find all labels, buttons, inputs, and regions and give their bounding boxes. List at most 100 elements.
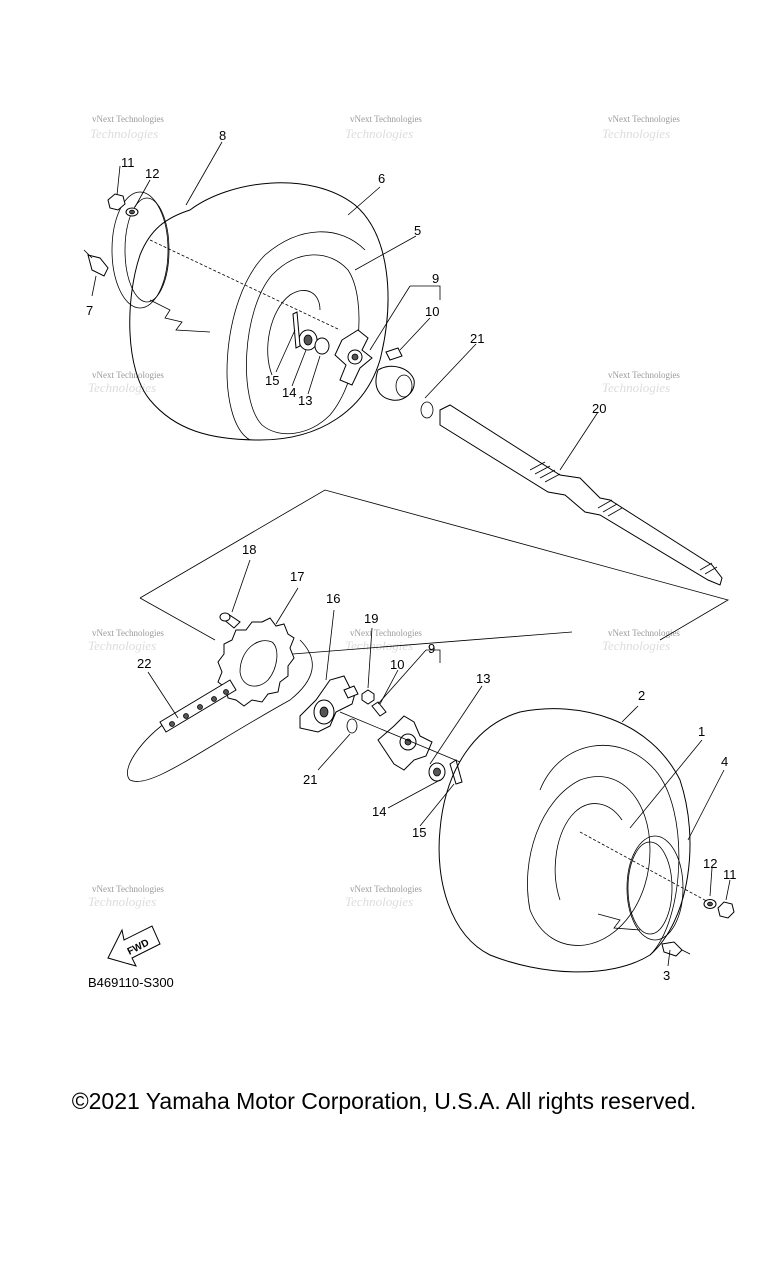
callout-19: 19: [364, 611, 378, 626]
upper-cotter-pin-15: [292, 311, 301, 349]
callout-14-upper: 14: [282, 385, 296, 400]
callout-12-lower: 12: [703, 856, 717, 871]
callout-14-lower: 14: [372, 804, 386, 819]
watermark: Technologies vNext Technologies: [345, 628, 422, 653]
lower-rim-inner-flange: [627, 841, 673, 935]
callout-11-upper: 11: [121, 155, 135, 170]
watermark-line1: vNext Technologies: [350, 884, 422, 894]
callout-10-lower: 10: [390, 657, 404, 672]
watermark-line2: Technologies: [90, 126, 158, 141]
valve-stem-lower: [661, 941, 691, 957]
callout-3: 3: [663, 968, 670, 983]
callout-21-upper: 21: [470, 331, 484, 346]
lower-axis-dashed: [579, 831, 713, 905]
lower-cotter-pin-15: [449, 759, 463, 785]
watermark: Technologies vNext Technologies: [88, 628, 164, 653]
diagram-code: B469110-S300: [88, 975, 174, 990]
watermark-line1: vNext Technologies: [350, 114, 422, 124]
watermark: Technologies vNext Technologies: [345, 114, 422, 141]
callout-18: 18: [242, 542, 256, 557]
upper-rim-well: [267, 290, 321, 376]
lower-tire-sidewall-inner: [527, 776, 651, 946]
lower-tire-assembly: [438, 708, 713, 973]
upper-washer: [125, 207, 139, 217]
upper-small-parts: [292, 311, 330, 355]
lower-rim-well: [554, 803, 623, 901]
rear-axle-shaft: [439, 404, 723, 586]
watermark-line2: Technologies: [88, 380, 156, 395]
lower-nut-19: [361, 689, 375, 705]
callout-21-lower: 21: [303, 772, 317, 787]
callout-9-lower: 9: [428, 641, 435, 656]
callout-17: 17: [290, 569, 304, 584]
fwd-arrow: FWD: [107, 925, 161, 967]
callout-13-lower: 13: [476, 671, 490, 686]
reference-frame: [139, 489, 730, 656]
watermark: Technologies vNext Technologies: [88, 370, 164, 395]
upper-axis-dashed: [149, 239, 341, 331]
copyright-notice: ©2021 Yamaha Motor Corporation, U.S.A. A…: [71, 1088, 697, 1114]
upper-valve-dashline: [149, 299, 211, 333]
watermark-line1: vNext Technologies: [92, 628, 164, 638]
callout-15-lower: 15: [412, 825, 426, 840]
callout-5: 5: [414, 223, 421, 238]
watermark-line2: Technologies: [602, 380, 670, 395]
upper-o-ring: [420, 401, 434, 419]
sprocket-bolt: [219, 612, 241, 629]
drive-chain: [127, 639, 313, 782]
callout-12-upper: 12: [145, 166, 159, 181]
watermark: Technologies vNext Technologies: [88, 884, 164, 909]
upper-nut-13: [314, 337, 330, 355]
watermark-line1: vNext Technologies: [92, 114, 164, 124]
upper-rim-inner-flange: [124, 197, 170, 303]
callout-11-lower: 11: [723, 867, 737, 882]
lower-o-ring: [346, 718, 358, 734]
callout-6: 6: [378, 171, 385, 186]
watermark-line1: vNext Technologies: [608, 628, 680, 638]
watermark: Technologies vNext Technologies: [345, 884, 422, 909]
watermark-line2: Technologies: [345, 126, 413, 141]
leader-lines: [91, 141, 731, 967]
watermark-line1: vNext Technologies: [350, 628, 422, 638]
upper-hub-assembly: [334, 329, 415, 401]
callout-1: 1: [698, 724, 705, 739]
sprocket-hub: [299, 675, 359, 733]
watermark-line1: vNext Technologies: [608, 370, 680, 380]
valve-stem-upper: [83, 249, 109, 277]
watermark-line1: vNext Technologies: [608, 114, 680, 124]
watermark: Technologies vNext Technologies: [602, 114, 680, 141]
watermark: Technologies vNext Technologies: [602, 628, 680, 653]
upper-tire-sidewall: [226, 231, 366, 441]
upper-rim-outer-flange: [111, 191, 169, 309]
watermark-group: Technologies vNext Technologies Technolo…: [88, 114, 680, 909]
lower-tire-sidewall: [539, 745, 680, 956]
callout-labels: 8 11 12 6 5 9 7 10 21 15 14 13 20 18 17 …: [86, 128, 737, 983]
watermark-line2: Technologies: [602, 638, 670, 653]
upper-nut: [107, 193, 126, 211]
upper-tire-tread: [129, 182, 389, 441]
lower-small-parts: [428, 759, 463, 785]
watermark-line2: Technologies: [602, 126, 670, 141]
watermark-line2: Technologies: [345, 638, 413, 653]
callout-20: 20: [592, 401, 606, 416]
callout-9-upper: 9: [432, 271, 439, 286]
callout-22: 22: [137, 656, 151, 671]
lower-bolt-10: [371, 701, 387, 717]
callout-15-upper: 15: [265, 373, 279, 388]
lower-nut: [717, 901, 735, 919]
callout-10-upper: 10: [425, 304, 439, 319]
watermark: Technologies vNext Technologies: [90, 114, 164, 141]
watermark: Technologies vNext Technologies: [602, 370, 680, 395]
callout-2: 2: [638, 688, 645, 703]
callout-16: 16: [326, 591, 340, 606]
upper-tire-assembly: [111, 182, 389, 441]
drive-sprocket: [217, 617, 295, 707]
callout-7: 7: [86, 303, 93, 318]
watermark-line2: Technologies: [88, 638, 156, 653]
upper-tire-sidewall-inner: [246, 254, 360, 435]
callout-8: 8: [219, 128, 226, 143]
callout-4: 4: [721, 754, 728, 769]
lower-hub-assembly: [339, 711, 461, 771]
lower-washer: [703, 899, 717, 909]
watermark-line2: Technologies: [88, 894, 156, 909]
